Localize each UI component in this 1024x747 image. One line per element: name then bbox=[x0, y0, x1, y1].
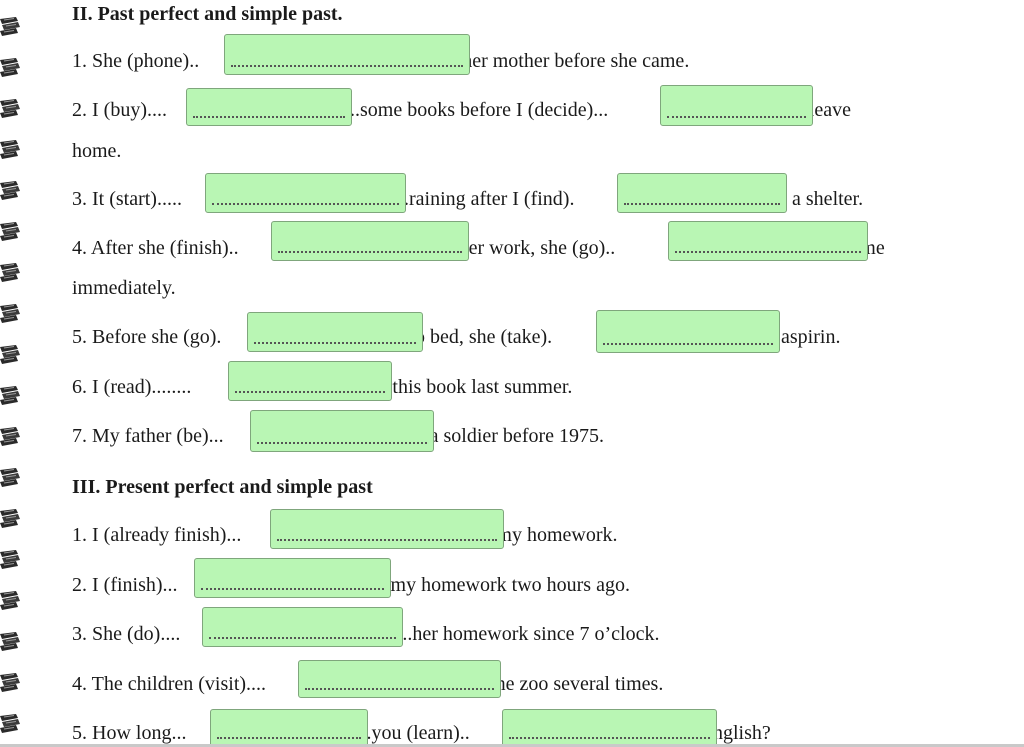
answer-blank-3-3[interactable] bbox=[202, 607, 403, 647]
exercise-3-3: 3. She (do).... ....her homework since 7… bbox=[72, 622, 659, 646]
spiral-ring-icon bbox=[0, 16, 22, 38]
text-segment: 5. How long... bbox=[72, 722, 187, 744]
answer-blank-2-3a[interactable] bbox=[205, 173, 406, 213]
answer-blank-2-6[interactable] bbox=[228, 361, 392, 401]
text-segment: 1. I (already finish)... bbox=[72, 524, 242, 546]
answer-blank-2-2a[interactable] bbox=[186, 88, 352, 126]
text-segment: 5. Before she (go). bbox=[72, 326, 222, 348]
answer-blank-3-5a[interactable] bbox=[210, 709, 368, 747]
answer-blank-2-5a[interactable] bbox=[247, 312, 423, 352]
exercise-2-4-continued: immediately. bbox=[72, 276, 176, 300]
text-segment: 3. She (do).... bbox=[72, 623, 181, 645]
spiral-binding bbox=[0, 0, 30, 747]
answer-blank-2-3b[interactable] bbox=[617, 173, 787, 213]
text-segment: immediately. bbox=[72, 277, 176, 299]
spiral-ring-icon bbox=[0, 98, 22, 120]
answer-blank-2-4b[interactable] bbox=[668, 221, 868, 261]
text-segment: ..the zoo several times. bbox=[480, 673, 664, 695]
text-segment: ..my homework. bbox=[486, 524, 618, 546]
answer-blank-2-2b[interactable] bbox=[660, 85, 813, 126]
spiral-ring-icon bbox=[0, 344, 22, 366]
exercise-3-5: 5. How long... ...you (learn).. .English… bbox=[72, 721, 771, 745]
text-segment: .her mother before she came. bbox=[457, 50, 690, 72]
text-segment: ...raining after I (find). bbox=[393, 188, 575, 210]
text-segment: 4. The children (visit).... bbox=[72, 673, 267, 695]
text-segment: 7. My father (be)... bbox=[72, 425, 224, 447]
answer-blank-2-7[interactable] bbox=[250, 410, 434, 452]
text-segment: ...some books before I (decide)... bbox=[344, 99, 609, 121]
spiral-ring-icon bbox=[0, 590, 22, 612]
spiral-ring-icon bbox=[0, 57, 22, 79]
answer-blank-2-1[interactable] bbox=[224, 34, 470, 75]
spiral-ring-icon bbox=[0, 139, 22, 161]
answer-blank-3-1[interactable] bbox=[270, 509, 504, 549]
spiral-ring-icon bbox=[0, 467, 22, 489]
exercise-2-7: 7. My father (be)... ..a soldier before … bbox=[72, 424, 604, 448]
text-segment: 2. I (buy).... bbox=[72, 99, 167, 121]
answer-blank-3-5b[interactable] bbox=[502, 709, 717, 747]
text-segment: ...you (learn).. bbox=[356, 722, 470, 744]
exercise-2-4: 4. After she (finish).. ..her work, she … bbox=[72, 236, 885, 260]
text-segment: .my homework two hours ago. bbox=[385, 574, 630, 596]
spiral-ring-icon bbox=[0, 549, 22, 571]
exercise-2-2: 2. I (buy).... ...some books before I (d… bbox=[72, 98, 851, 122]
spiral-ring-icon bbox=[0, 303, 22, 325]
exercise-3-1: 1. I (already finish)... ..my homework. bbox=[72, 523, 617, 547]
text-segment: home. bbox=[72, 140, 122, 162]
spiral-ring-icon bbox=[0, 508, 22, 530]
spiral-ring-icon bbox=[0, 180, 22, 202]
text-segment: 3. It (start)..... bbox=[72, 188, 182, 210]
spiral-ring-icon bbox=[0, 426, 22, 448]
exercise-3-4: 4. The children (visit).... ..the zoo se… bbox=[72, 672, 663, 696]
exercise-2-6: 6. I (read)........ .....this book last … bbox=[72, 375, 572, 399]
text-segment: 1. She (phone).. bbox=[72, 50, 200, 72]
text-segment: 4. After she (finish).. bbox=[72, 237, 239, 259]
text-segment: ....her homework since 7 o’clock. bbox=[392, 623, 660, 645]
spiral-ring-icon bbox=[0, 262, 22, 284]
answer-blank-2-4a[interactable] bbox=[271, 221, 469, 261]
spiral-ring-icon bbox=[0, 672, 22, 694]
spiral-ring-icon bbox=[0, 385, 22, 407]
text-segment: ..a soldier before 1975. bbox=[419, 425, 605, 447]
text-segment: 2. I (finish)... bbox=[72, 574, 178, 596]
text-segment: 6. I (read)........ bbox=[72, 376, 192, 398]
text-segment: to bed, she (take). bbox=[409, 326, 553, 348]
page-bottom-edge bbox=[0, 744, 1024, 747]
text-segment: ..her work, she (go).. bbox=[448, 237, 616, 259]
spiral-ring-icon bbox=[0, 631, 22, 653]
spiral-ring-icon bbox=[0, 713, 22, 735]
text-segment: .....this book last summer. bbox=[367, 376, 573, 398]
exercise-2-2-continued: home. bbox=[72, 139, 121, 163]
answer-blank-2-5b[interactable] bbox=[596, 310, 780, 353]
answer-blank-3-4[interactable] bbox=[298, 660, 501, 698]
exercise-2-1: 1. She (phone).. .her mother before she … bbox=[72, 49, 689, 73]
section-3-heading: III. Present perfect and simple past bbox=[72, 476, 373, 498]
answer-blank-3-2[interactable] bbox=[194, 558, 391, 598]
exercise-3-2: 2. I (finish)... .my homework two hours … bbox=[72, 573, 630, 597]
section-2-heading: II. Past perfect and simple past. bbox=[72, 3, 343, 25]
spiral-ring-icon bbox=[0, 221, 22, 243]
